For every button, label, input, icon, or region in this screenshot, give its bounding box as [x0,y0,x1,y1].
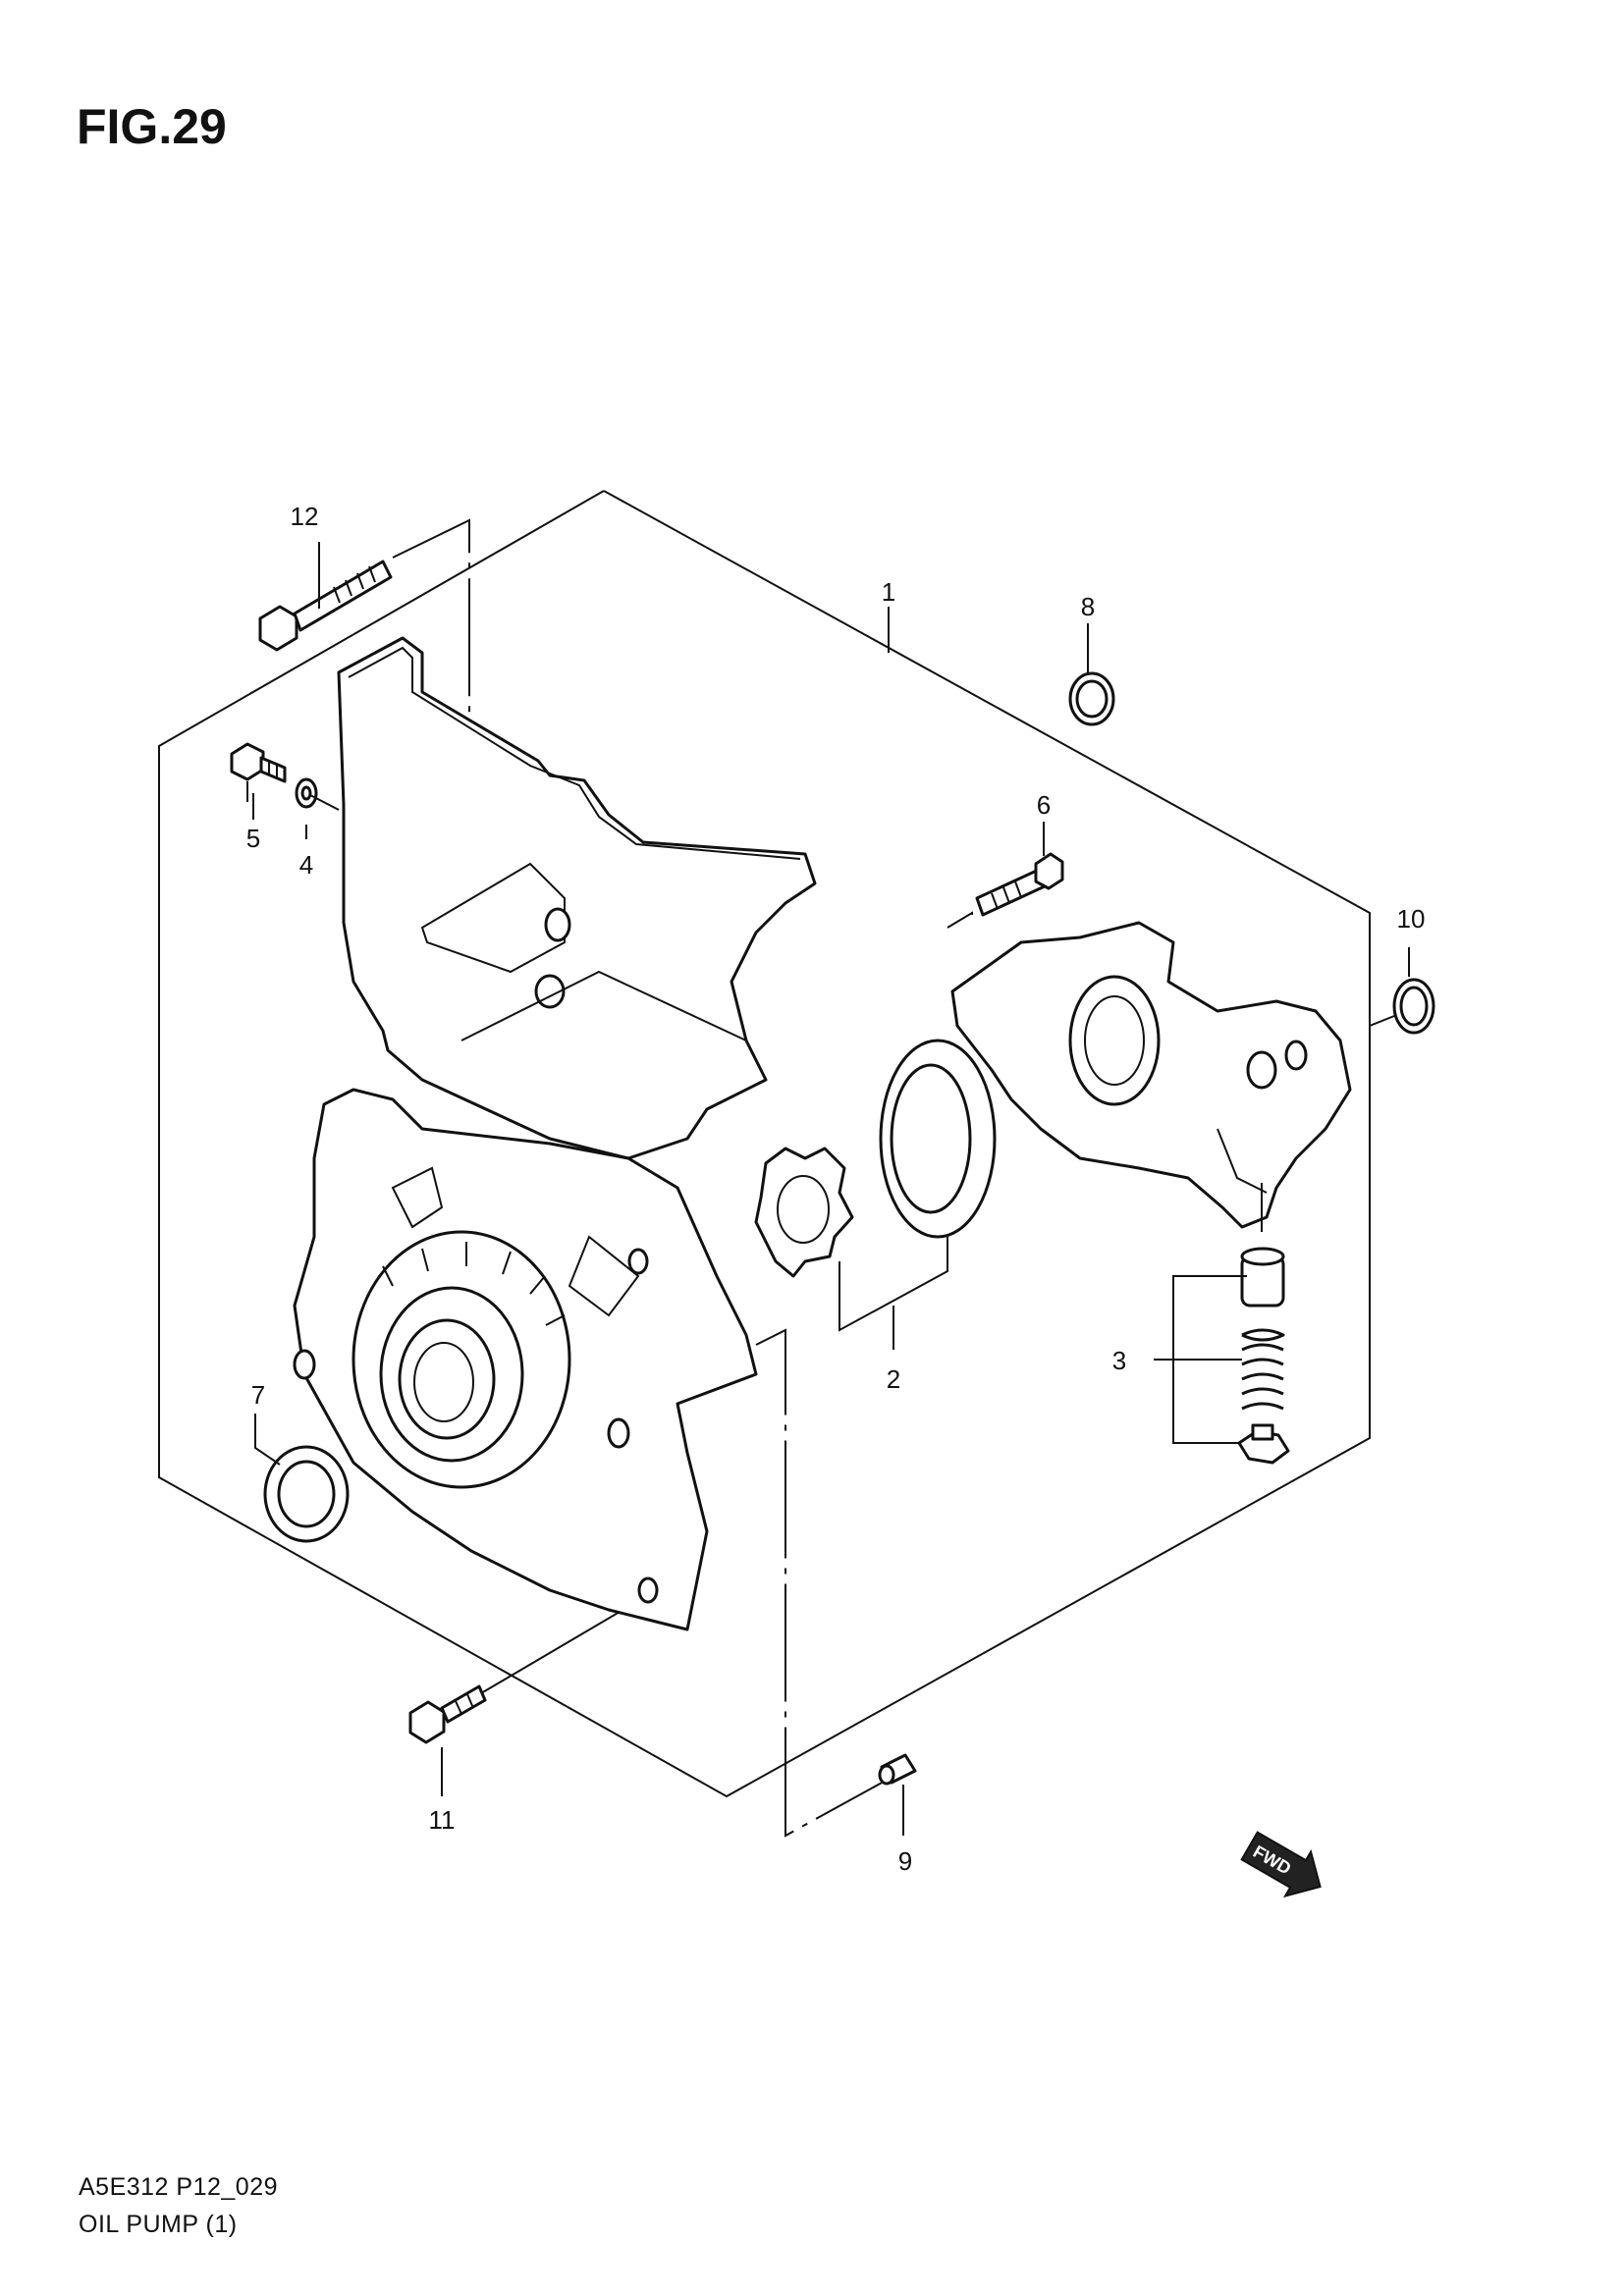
pin-9-icon[interactable] [878,1753,917,1786]
oil-pump-case-icon[interactable] [293,636,817,1631]
footer-drawing-code: A5E312 P12_029 [79,2173,279,2201]
assembly-outline [158,490,1371,1798]
oil-seal-7-icon[interactable] [263,1445,350,1543]
oil-pump-body-icon[interactable] [950,921,1352,1229]
callout-6: 6 [1037,790,1051,820]
bolt-6-icon[interactable] [975,852,1064,917]
callout-4: 4 [299,850,313,880]
o-ring-8-icon[interactable] [1068,671,1115,726]
callout-9: 9 [898,1846,912,1876]
relief-valve-3-icon[interactable] [1237,1247,1290,1465]
leader-lines [246,542,1410,1836]
fwd-arrow-icon: FWD [1240,1831,1322,1898]
bolt-12-icon[interactable] [258,560,393,652]
bolt-5-icon[interactable] [230,742,287,783]
rotor-set-2-icon[interactable] [754,1039,997,1278]
callout-7: 7 [251,1380,265,1410]
callout-12: 12 [291,502,319,531]
figure-title: FIG.29 [77,99,227,154]
callout-3: 3 [1112,1346,1126,1375]
o-ring-10-icon[interactable] [1392,978,1435,1035]
alignment-line-9 [755,1328,885,1838]
washer-4-icon[interactable] [295,777,318,809]
callout-8: 8 [1081,592,1095,621]
callout-11: 11 [429,1805,456,1835]
callout-10: 10 [1397,904,1426,934]
callout-2: 2 [887,1364,900,1394]
callout-1: 1 [882,577,895,607]
bolt-11-icon[interactable] [408,1684,487,1744]
footer-figure-title: OIL PUMP (1) [79,2211,238,2238]
callout-5: 5 [246,824,260,853]
